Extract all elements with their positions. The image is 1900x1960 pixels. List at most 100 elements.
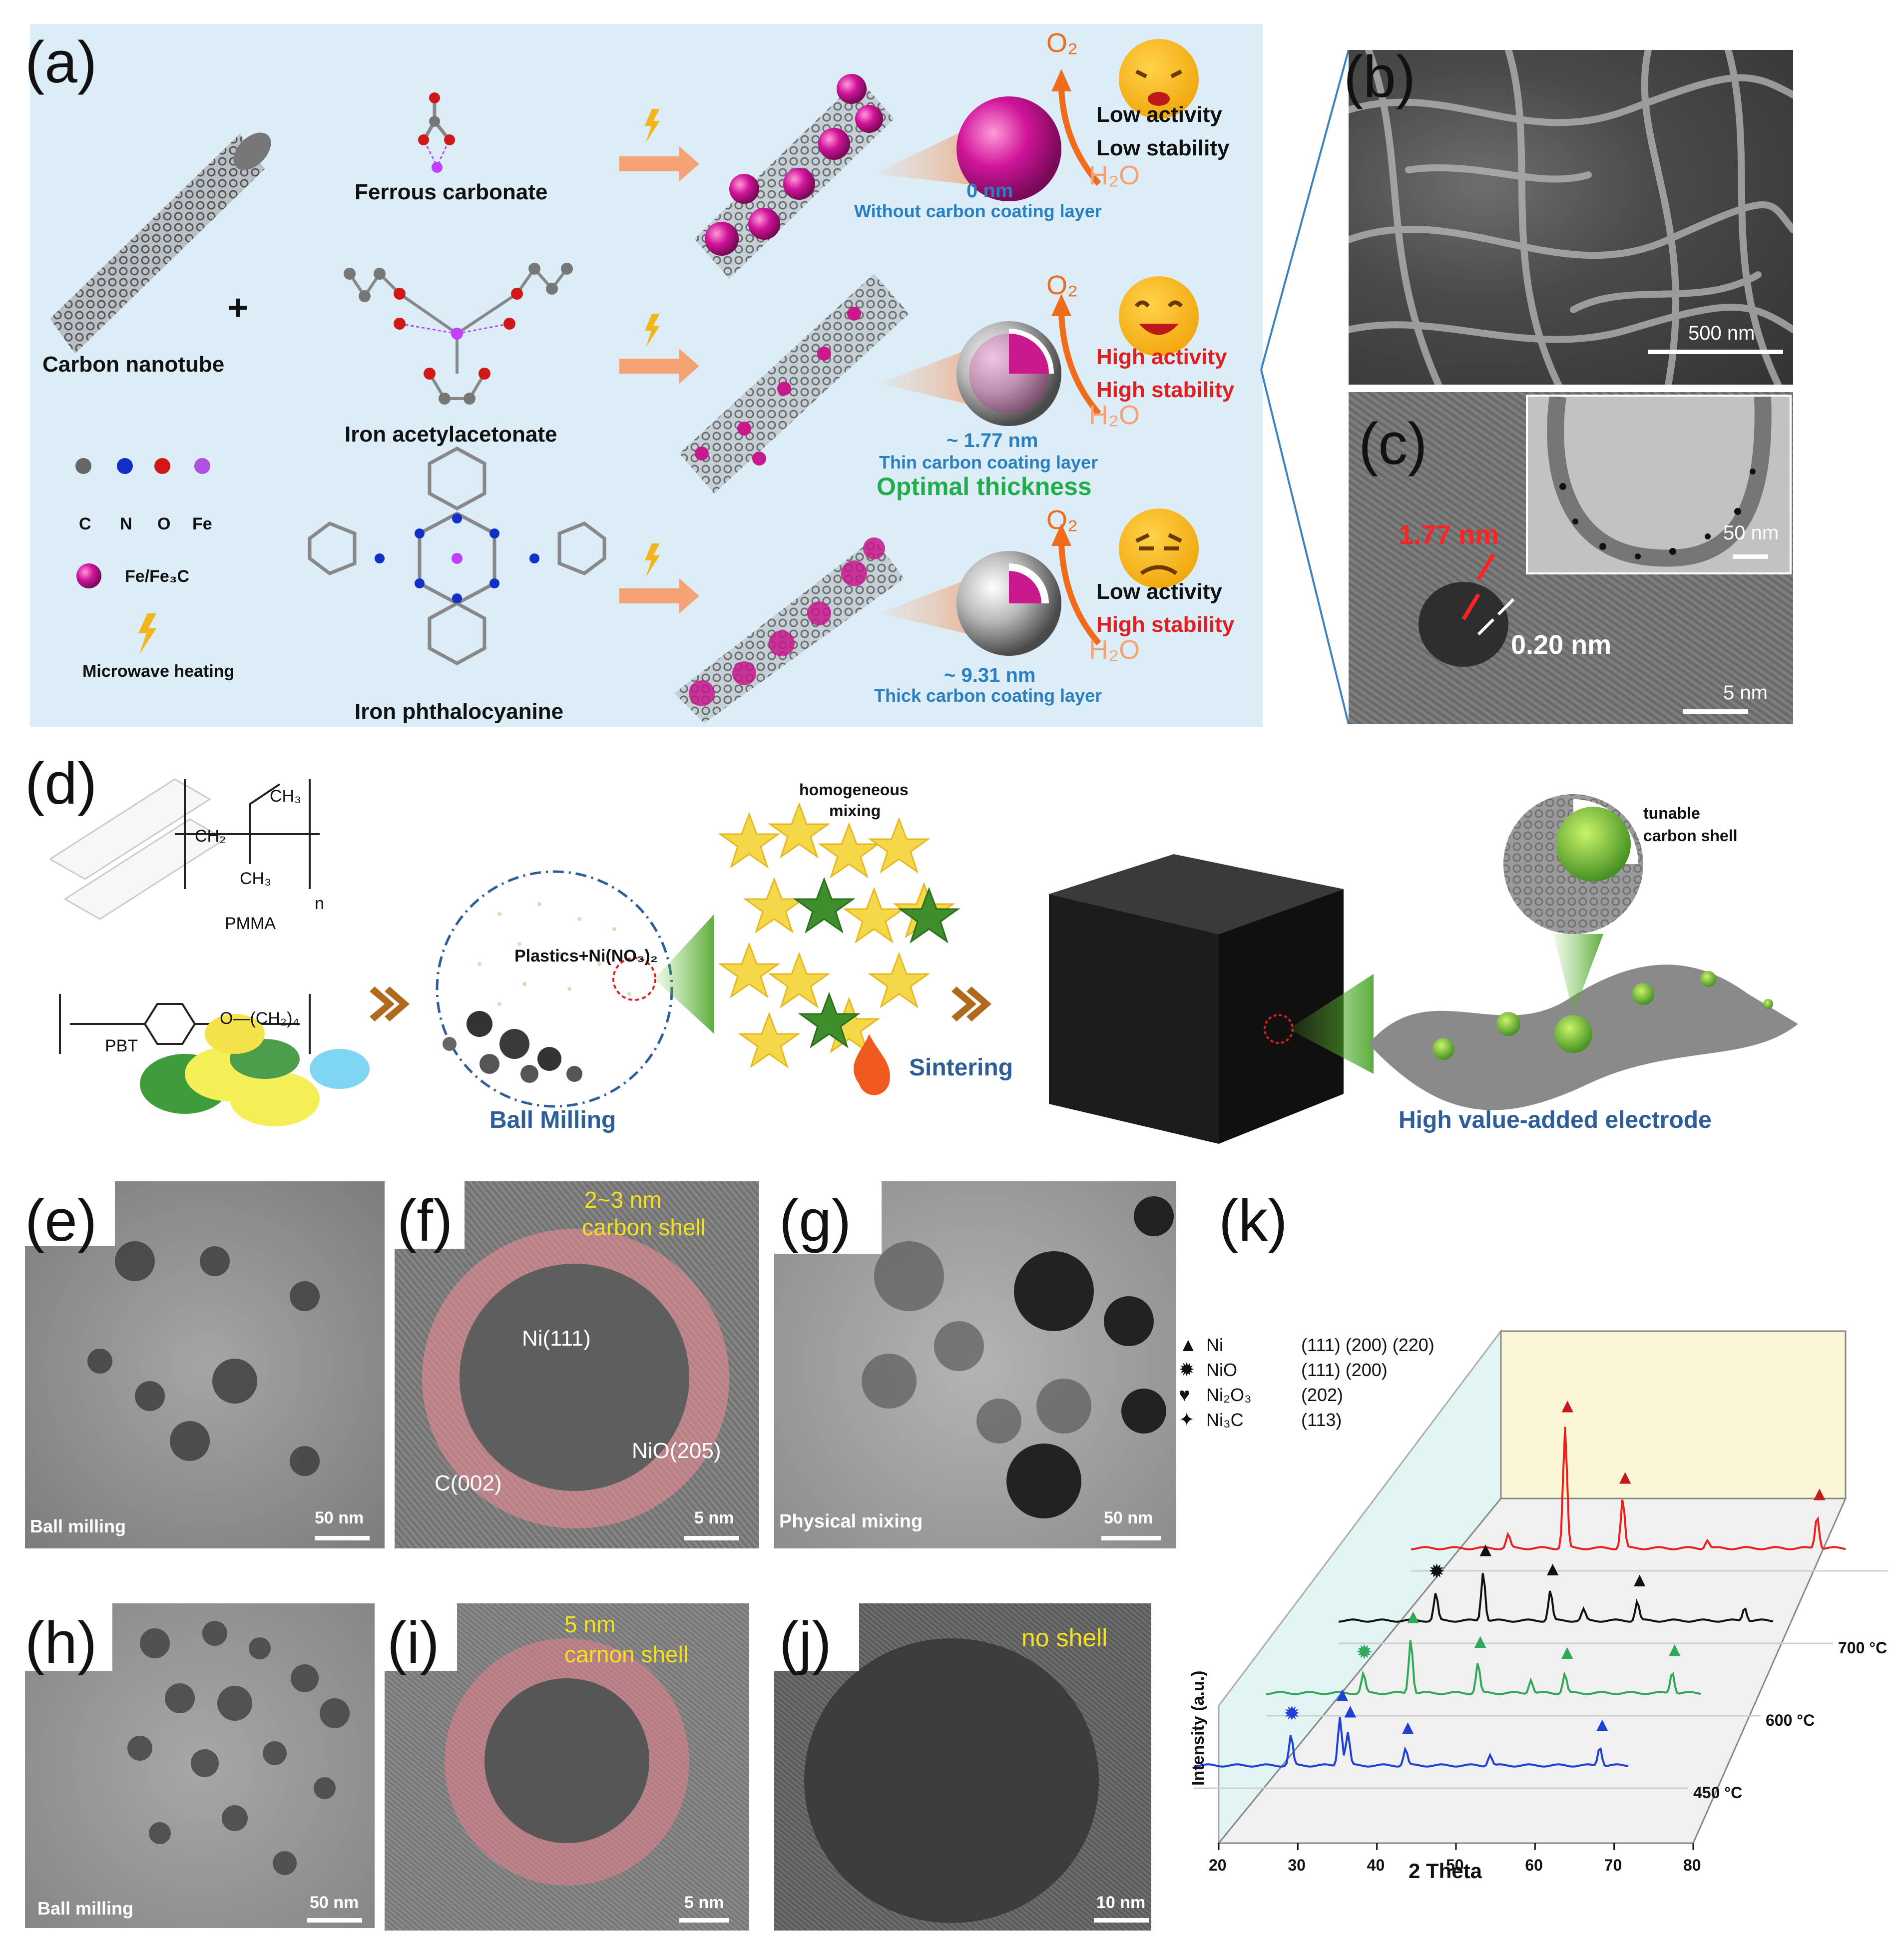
panel-b-scale-label: 500 nm [1688, 322, 1755, 344]
legend-atom-fe: Fe [192, 514, 212, 533]
carbon-nanotube-label: Carbon nanotube [42, 352, 225, 377]
frown-emoji [1119, 508, 1199, 588]
panel-k-letter: (k) [1219, 1188, 1288, 1254]
panel-e-scale-label: 50 nm [315, 1508, 364, 1527]
xrd-peak-marker: ▲ [1470, 1630, 1490, 1652]
xrd-peak-marker: ✹ [1284, 1703, 1301, 1725]
xrd-peak-marker: ▲ [1592, 1714, 1612, 1736]
xrd-series-0 [1193, 1717, 1629, 1768]
panel-c-letter: (c) [1359, 411, 1427, 477]
panel-i-scale-label: 5 nm [684, 1893, 724, 1912]
row1-stability: Low stability [1096, 136, 1230, 160]
xrd-series-2 [1338, 1573, 1774, 1623]
homogeneous-label: homogeneous [799, 781, 909, 799]
panel-h-letter: (h) [25, 1610, 97, 1676]
xrd-peak-marker: ✹ [1356, 1641, 1373, 1663]
xrd-peak-marker: ▲ [1403, 1606, 1423, 1628]
ferrous-carbonate-label: Ferrous carbonate [355, 180, 548, 204]
xrd-peak-marker: ▲ [1398, 1717, 1418, 1739]
panel-c-main-scale-bar [1683, 709, 1748, 714]
panel-f-shell-2: carbon shell [582, 1214, 706, 1240]
xrd-legend-phase: NiO [1206, 1360, 1237, 1380]
sintering-label: Sintering [909, 1054, 1013, 1081]
mixing-label: mixing [829, 802, 881, 820]
panel-f-c-label: C(002) [435, 1471, 502, 1495]
xrd-peak-marker: ▲ [1333, 1684, 1353, 1706]
xrd-peak-marker: ▲ [1543, 1558, 1563, 1580]
panel-e-tem-image [25, 1181, 385, 1548]
panel-e-scale-bar [315, 1536, 370, 1540]
panel-h-scale-label: 50 nm [310, 1893, 359, 1912]
panel-c-markers [1461, 553, 1515, 636]
pbt-label: PBT [105, 1036, 138, 1055]
panel-c-lattice-label: 0.20 nm [1511, 630, 1612, 660]
legend-atom-n: N [120, 514, 132, 533]
xrd-legend-symbol: ▲ [1179, 1335, 1198, 1356]
row2-stability: High stability [1096, 378, 1235, 402]
panel-g-letter-box [772, 1179, 882, 1254]
ball-milling-label: Ball Milling [489, 1107, 616, 1133]
xrd-series-1 [1266, 1640, 1701, 1695]
row2-h2o: H₂O [1089, 400, 1140, 430]
panel-i-letter: (i) [387, 1610, 440, 1676]
panel-j-letter-box [772, 1601, 859, 1671]
panel-j-label: no shell [1021, 1624, 1108, 1652]
xrd-legend-phase: Ni [1206, 1335, 1223, 1355]
panel-i-shell-2: carnon shell [564, 1641, 689, 1667]
row3-stability: High stability [1096, 612, 1235, 637]
panel-f-letter-box [390, 1179, 465, 1249]
xrd-x-tick-label: 80 [1683, 1856, 1701, 1874]
row1-coating: Without carbon coating layer [854, 201, 1102, 221]
xrd-x-tick-label: 60 [1525, 1856, 1543, 1874]
panel-h-caption: Ball milling [37, 1898, 134, 1919]
xrd-legend-symbol: ✦ [1179, 1410, 1195, 1431]
phthalocyanine-nitrogens [375, 513, 539, 603]
row3-o2: O₂ [1046, 505, 1078, 535]
row2-activity: High activity [1096, 345, 1227, 369]
sintered-cube [1049, 854, 1344, 1144]
row3-thickness: ~ 9.31 nm [944, 664, 1036, 686]
xrd-legend-phase: Ni₃C [1206, 1410, 1244, 1430]
xrd-legend-symbol: ♥ [1179, 1385, 1190, 1406]
panel-i-scale-bar [679, 1918, 729, 1923]
row2-o2: O₂ [1046, 270, 1078, 300]
xrd-x-tick-label: 40 [1367, 1856, 1385, 1874]
iron-acetylacetonate-molecule [348, 266, 568, 400]
plus-sign: + [227, 288, 249, 328]
panel-c-inset-scale-bar [1733, 554, 1768, 559]
nanotube-network [1349, 50, 1793, 385]
panel-g-scale-bar [1101, 1536, 1161, 1540]
panel-i-letter-box [382, 1601, 457, 1671]
row1-h2o: H₂O [1089, 160, 1140, 190]
carbon-nanotube-illustration [50, 132, 271, 354]
panel-h-letter-box [20, 1601, 112, 1671]
iron-acetylacetonate-label: Iron acetylacetonate [345, 422, 557, 447]
xrd-series-label: 700 °C [1838, 1639, 1887, 1657]
xrd-legend-symbol: ✹ [1179, 1360, 1195, 1381]
panel-d-letter: (d) [25, 751, 97, 817]
xrd-x-tick-label: 50 [1446, 1856, 1464, 1874]
carbon-shell-label: carbon shell [1643, 827, 1738, 845]
legend-atom-o: O [157, 514, 171, 533]
xrd-legend-planes: (202) [1301, 1385, 1343, 1405]
panel-i-shell-1: 5 nm [564, 1611, 616, 1637]
bare-fe-sphere [956, 96, 1061, 201]
ferrous-carbonate-molecule [418, 92, 455, 173]
panel-c-shell-label: 1.77 nm [1399, 520, 1499, 550]
iron-acetylacetonate-atoms [344, 263, 573, 405]
pmma-ch2-label: CH₂ [195, 827, 226, 846]
xrd-series-label: 450 °C [1693, 1784, 1742, 1802]
panel-e-caption: Ball milling [30, 1516, 126, 1536]
row1-activity: Low activity [1096, 102, 1222, 127]
a-to-bc-connector [1260, 50, 1350, 725]
xrd-peak-marker: ▲ [1630, 1569, 1650, 1591]
star-cluster [718, 802, 960, 1068]
panel-f-ni-label: Ni(111) [522, 1326, 591, 1351]
panel-c-inset [1526, 395, 1792, 574]
panel-e-letter: (e) [25, 1188, 97, 1254]
xrd-peak-marker: ▲ [1340, 1700, 1360, 1722]
panel-d-graphics [50, 778, 1798, 1144]
fe-particles-row3 [689, 537, 885, 706]
xrd-peak-marker: ✹ [1428, 1561, 1445, 1583]
